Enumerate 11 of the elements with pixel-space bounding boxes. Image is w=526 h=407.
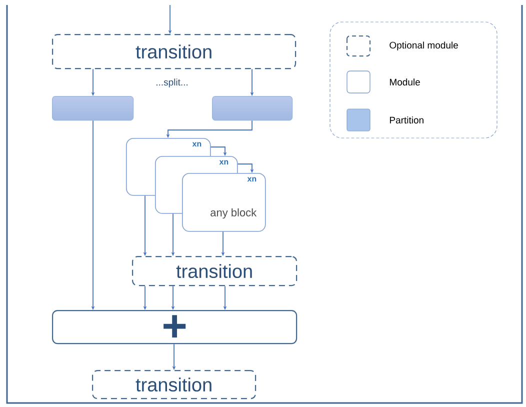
label: ...split...	[156, 78, 188, 88]
legend-label: Module	[390, 78, 420, 86]
transition-box: transition	[132, 256, 298, 286]
transition-box: transition	[92, 370, 256, 400]
sum-box: +	[52, 310, 298, 344]
transition-box: transition	[52, 34, 296, 70]
legend-label: Partition	[390, 116, 424, 124]
legend-label: Optional module	[390, 42, 458, 50]
partition-box	[52, 96, 134, 121]
module-box: xn any block	[182, 173, 266, 232]
partition-box	[212, 96, 293, 121]
